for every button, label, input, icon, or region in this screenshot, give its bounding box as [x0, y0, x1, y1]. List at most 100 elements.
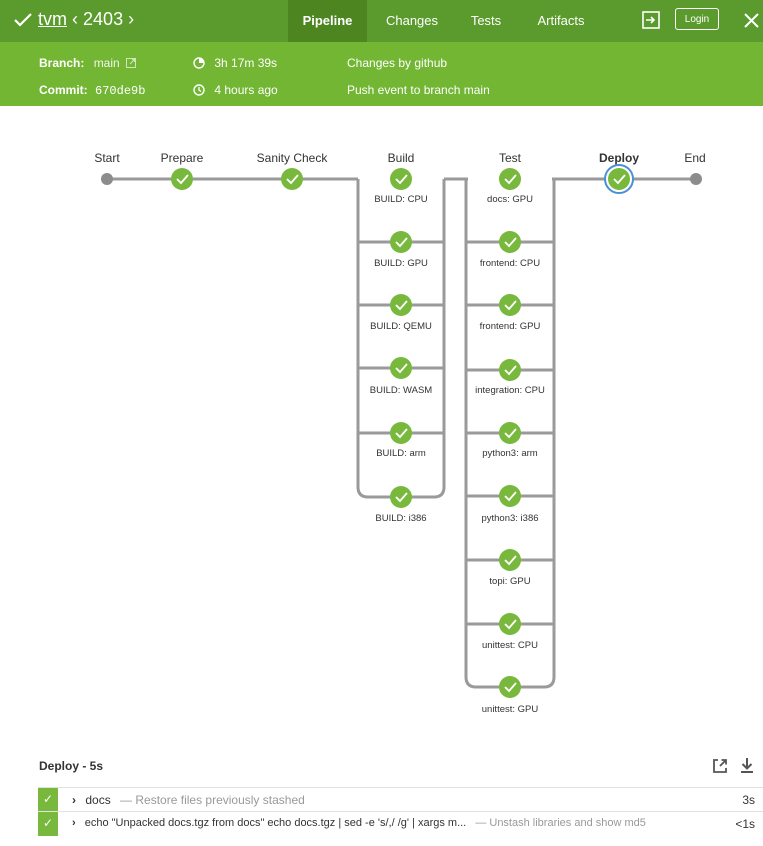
log-step-duration: 3s — [742, 793, 755, 807]
node-label: python3: arm — [482, 448, 538, 459]
log-step-row[interactable]: ✓ › echo "Unpacked docs.tgz from docs" e… — [38, 811, 763, 836]
tab-artifacts[interactable]: Artifacts — [537, 13, 585, 28]
check-icon — [504, 619, 517, 630]
test-node-integration-cpu[interactable]: integration: CPU — [475, 359, 545, 396]
build-node-qemu[interactable]: BUILD: QEMU — [370, 294, 432, 332]
node-label: BUILD: GPU — [374, 258, 428, 269]
log-step-duration: <1s — [735, 817, 755, 831]
node-label: unittest: CPU — [482, 640, 538, 651]
stage-label-sanity-check: Sanity Check — [257, 151, 329, 165]
commit-label: Commit: — [39, 83, 88, 97]
end-node — [690, 173, 702, 185]
check-icon — [395, 428, 408, 439]
test-node-unittest-gpu[interactable]: unittest: GPU — [482, 676, 539, 715]
check-icon — [504, 555, 517, 566]
pipeline-graph: Start Prepare Sanity Check Build Test De… — [94, 151, 705, 715]
log-step-name: docs — [85, 793, 111, 807]
node-label: BUILD: CPU — [374, 194, 427, 205]
tab-changes[interactable]: Changes — [385, 13, 439, 28]
stage-node-sanity-check[interactable] — [281, 168, 303, 190]
open-blue-ocean-icon[interactable] — [712, 758, 728, 774]
run-info-bar: Branch: main Commit: 670de9b 3h 17m 39s … — [0, 42, 763, 106]
check-icon — [504, 365, 517, 376]
build-node-i386[interactable]: BUILD: i386 — [375, 486, 427, 524]
stage-label-build: Build — [388, 151, 415, 165]
close-icon[interactable] — [744, 13, 759, 28]
job-link[interactable]: tvm — [38, 9, 67, 29]
expand-chevron-icon[interactable]: › — [72, 817, 76, 829]
download-icon[interactable] — [739, 757, 755, 774]
stage-label-deploy: Deploy — [599, 151, 639, 165]
expand-chevron-icon[interactable]: › — [72, 793, 76, 807]
test-node-python3-arm[interactable]: python3: arm — [482, 422, 538, 459]
prev-run-icon[interactable]: ‹ — [72, 9, 79, 29]
stage-label-test: Test — [499, 151, 522, 165]
node-label: frontend: GPU — [480, 321, 541, 332]
check-icon — [504, 237, 517, 248]
duration-icon — [193, 57, 205, 69]
success-check-icon: ✓ — [38, 788, 58, 812]
branch-info: Branch: main — [39, 56, 137, 70]
stage-labels: Start Prepare Sanity Check Build Test De… — [94, 151, 705, 165]
node-label: BUILD: arm — [376, 448, 426, 459]
duration-info: 3h 17m 39s — [193, 56, 277, 70]
start-node — [101, 173, 113, 185]
clock-icon — [193, 84, 205, 96]
test-node-frontend-cpu[interactable]: frontend: CPU — [480, 231, 540, 269]
build-node-arm[interactable]: BUILD: arm — [376, 422, 426, 459]
log-section-title: Deploy - 5s — [39, 759, 104, 773]
stage-node-prepare[interactable] — [171, 168, 193, 190]
node-label: BUILD: i386 — [375, 513, 426, 524]
node-label: docs: GPU — [487, 194, 533, 205]
tab-tests[interactable]: Tests — [470, 13, 502, 28]
branch-label: Branch: — [39, 56, 85, 70]
external-link-icon[interactable] — [126, 58, 137, 68]
stage-node-deploy[interactable] — [604, 164, 634, 194]
log-step-row[interactable]: ✓ › docs — Restore files previously stas… — [38, 787, 763, 812]
stage-label-end: End — [684, 151, 705, 165]
login-button[interactable]: Login — [675, 8, 719, 30]
node-label: unittest: GPU — [482, 704, 539, 715]
check-icon — [504, 428, 517, 439]
branch-name[interactable]: main — [93, 56, 120, 70]
top-bar: tvm ‹ 2403 › Pipeline Changes Tests Arti… — [0, 0, 763, 42]
run-number: 2403 — [83, 9, 124, 29]
node-label: python3: i386 — [481, 513, 538, 524]
check-icon — [395, 300, 408, 311]
check-icon — [395, 363, 408, 374]
changes-text: Changes by github — [347, 56, 448, 70]
status-check-icon — [14, 13, 32, 27]
cause-text: Push event to branch main — [347, 83, 490, 97]
started-info: 4 hours ago — [193, 83, 278, 97]
node-label: BUILD: QEMU — [370, 321, 432, 332]
check-icon — [286, 174, 299, 185]
tab-pipeline[interactable]: Pipeline — [288, 0, 367, 42]
test-node-python3-i386[interactable]: python3: i386 — [481, 485, 539, 524]
test-node-topi-gpu[interactable]: topi: GPU — [489, 549, 531, 587]
stage-label-prepare: Prepare — [161, 151, 204, 165]
check-icon — [504, 174, 517, 185]
commit-hash[interactable]: 670de9b — [95, 84, 146, 98]
log-step-desc: — Unstash libraries and show md5 — [475, 817, 646, 829]
build-node-cpu[interactable]: BUILD: CPU — [374, 168, 428, 205]
log-step-text: › echo "Unpacked docs.tgz from docs" ech… — [72, 817, 646, 829]
node-label: BUILD: WASM — [370, 385, 433, 396]
test-node-docs-gpu[interactable]: docs: GPU — [487, 168, 533, 205]
next-run-icon[interactable]: › — [128, 9, 135, 29]
go-to-classic-icon[interactable] — [642, 11, 660, 29]
check-icon — [176, 174, 189, 185]
test-node-frontend-gpu[interactable]: frontend: GPU — [480, 294, 541, 332]
started-value: 4 hours ago — [214, 83, 278, 97]
check-icon — [504, 491, 517, 502]
build-node-wasm[interactable]: BUILD: WASM — [370, 357, 433, 396]
node-label: frontend: CPU — [480, 258, 540, 269]
node-label: topi: GPU — [489, 576, 530, 587]
duration-value: 3h 17m 39s — [214, 56, 278, 70]
log-step-desc: — Restore files previously stashed — [120, 793, 305, 807]
run-title: tvm ‹ 2403 › — [38, 9, 134, 30]
check-icon — [504, 682, 517, 693]
build-node-gpu[interactable]: BUILD: GPU — [374, 231, 428, 269]
test-node-unittest-cpu[interactable]: unittest: CPU — [482, 613, 538, 651]
check-icon — [395, 237, 408, 248]
success-check-icon: ✓ — [38, 812, 58, 836]
